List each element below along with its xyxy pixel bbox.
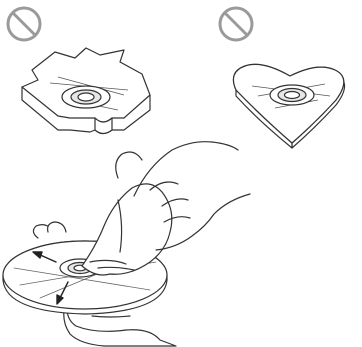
heart-disc xyxy=(233,64,344,148)
irregular-disc-panel xyxy=(8,8,150,134)
heart-disc-panel xyxy=(220,8,345,148)
prohibition-icon xyxy=(8,8,40,40)
irregular-disc xyxy=(22,48,150,134)
cleaning-disc-panel xyxy=(3,142,250,346)
prohibition-icon xyxy=(220,8,252,40)
